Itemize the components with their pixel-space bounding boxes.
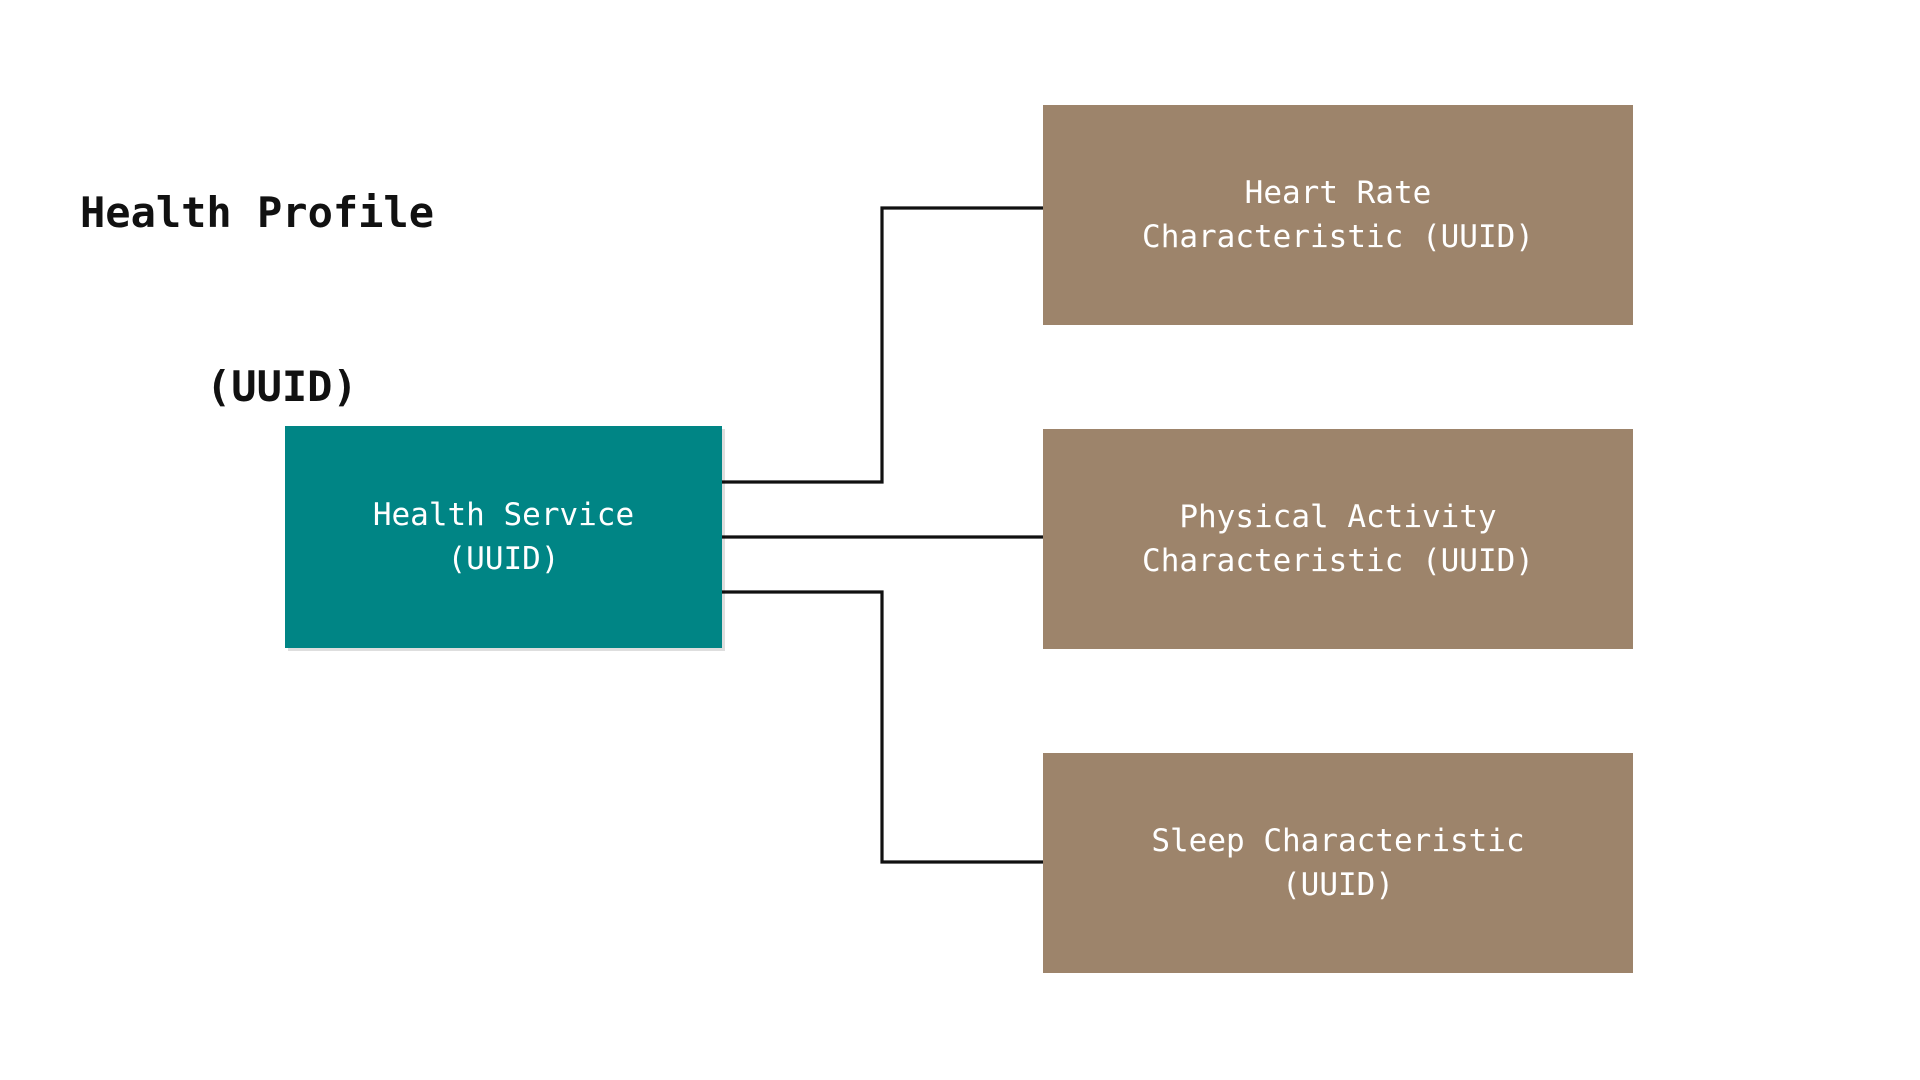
- node-sleep-line-1: Sleep Characteristic: [1151, 822, 1525, 859]
- node-heart-rate-line-1: Heart Rate: [1244, 174, 1432, 211]
- node-health-service-line-1: Health Service: [372, 496, 635, 533]
- node-sleep-characteristic[interactable]: Sleep Characteristic (UUID): [1043, 753, 1633, 973]
- connector-service-to-heart-rate: [722, 206, 1043, 484]
- node-heart-rate-line-2: Characteristic (UUID): [1142, 219, 1534, 255]
- page-title-line-2: (UUID): [206, 361, 358, 411]
- connector-service-to-sleep: [722, 590, 1043, 864]
- node-health-service[interactable]: Health Service (UUID): [285, 426, 722, 648]
- node-sleep-characteristic-label: Sleep Characteristic (UUID): [1065, 819, 1611, 907]
- node-physical-activity-line-2: Characteristic (UUID): [1142, 543, 1534, 579]
- node-sleep-line-2: (UUID): [1282, 867, 1394, 903]
- node-physical-activity-line-1: Physical Activity: [1179, 498, 1497, 535]
- page-title-line-1: Health Profile: [80, 187, 435, 237]
- node-health-service-line-2: (UUID): [447, 541, 560, 577]
- node-health-service-label: Health Service (UUID): [307, 493, 700, 581]
